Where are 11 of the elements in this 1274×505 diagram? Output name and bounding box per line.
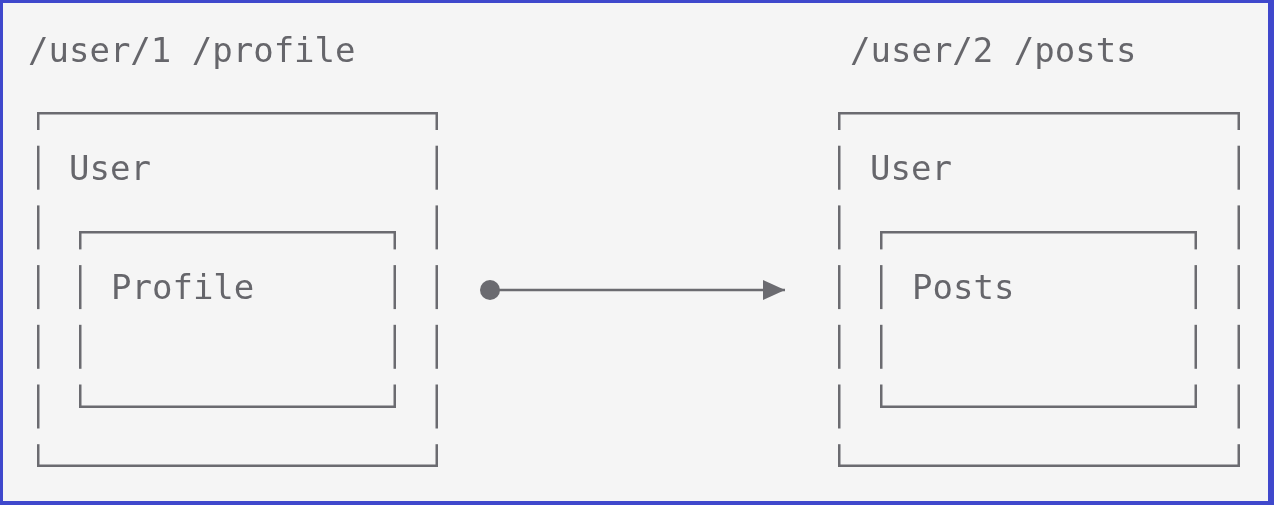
component-frame [838,112,1240,467]
component-name: User [69,148,151,188]
route-path-heading: /user/1 /profile [28,30,356,70]
arrow [480,280,785,300]
component-frame [880,231,1197,408]
component-name: Profile [111,267,255,307]
route-path-heading: /user/2 /posts [850,30,1137,70]
component-name: Posts [912,267,1015,307]
component-frame [37,112,438,467]
component-name: User [870,148,952,188]
component-frame [79,231,396,408]
